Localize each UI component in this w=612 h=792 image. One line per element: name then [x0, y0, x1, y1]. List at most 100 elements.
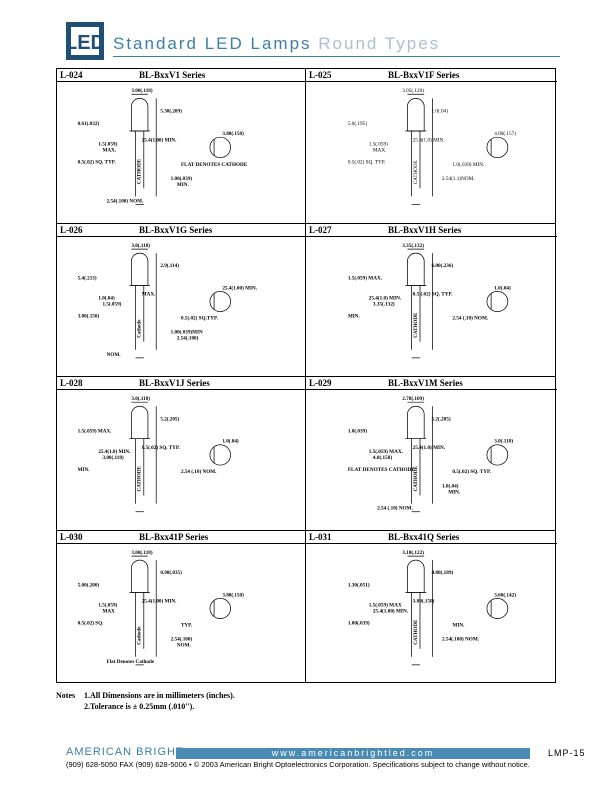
part-code: L-031: [309, 532, 332, 542]
dimension-label: 0.61(.032): [78, 120, 100, 127]
top-view-circle: [486, 291, 509, 312]
part-code: L-026: [60, 225, 83, 235]
dimension-label: MAX.: [102, 148, 116, 154]
dimension-label: 0.5(.02) SQ.TYP.: [181, 315, 219, 322]
series-name: BL-Bxx41P Series: [139, 532, 209, 542]
cathode-label: Cathode: [137, 626, 143, 645]
grid-divider: [57, 223, 555, 224]
dimension-label: 3.80(.150): [222, 130, 244, 137]
dimension-label: 4.0(.158): [373, 454, 392, 461]
note-2: 2.Tolerance is ± 0.25mm (.010").: [84, 702, 195, 711]
dimension-label: 1.5(.059): [98, 602, 117, 609]
cathode-label: CATHODE: [413, 312, 419, 338]
dimension-label: 3.80(.150): [222, 591, 244, 598]
dimension-label: 2.54(.100): [171, 636, 193, 643]
cell-header: L-030 BL-Bxx41P Series: [57, 531, 305, 544]
led-outline-drawing: 3.00(.118)0.90(.035)5.00(.200)1.5(.059)M…: [78, 549, 244, 666]
dimension-label: 3.05(.120): [402, 87, 424, 94]
dimension-label: 2.54 (.10) NOM.: [452, 315, 489, 322]
dimension-label: 2.54(.100): [177, 335, 199, 342]
dimension-drawing: 3.00(.118)0.90(.035)5.00(.200)1.5(.059)M…: [57, 544, 305, 683]
part-code: L-028: [60, 378, 83, 388]
dimension-label: 1.5(.059): [369, 140, 388, 147]
dimension-label: 2.54 (.10) NOM.: [181, 468, 217, 475]
dimension-label: MIN.: [452, 623, 465, 629]
dimension-label: 25.4(1.0) MIN.: [369, 295, 402, 302]
cell-header: L-026 BL-BxxV1G Series: [57, 224, 305, 237]
led-body: [131, 252, 149, 286]
dimension-label: 1.00(.039)MIN: [171, 329, 203, 336]
dimension-label: 3.10(.122): [402, 549, 424, 556]
dimension-label: 25.4(1.00) MIN.: [142, 136, 177, 143]
dimension-label: 0.5(.02) SQ. TYP.: [142, 444, 181, 451]
dimension-label: 2.9(.114): [160, 262, 179, 269]
dimension-label: 25.4(1.00) MIN.: [373, 608, 409, 615]
dimension-label: 4.80(.189): [432, 569, 454, 576]
series-name: BL-BxxV1G Series: [139, 225, 213, 235]
part-code: L-027: [309, 225, 332, 235]
dimension-label: 0.5(.02) SQ. TYP.: [452, 468, 491, 475]
page-number: LMP-15: [548, 748, 586, 758]
dimension-label: 1.5(.059): [102, 301, 121, 308]
led-body: [407, 559, 425, 593]
dimension-label: 1.5(.059) MAX.: [369, 448, 404, 455]
dimension-label: 1.0(.04): [432, 108, 449, 115]
dimension-label: 2.78(.109): [402, 395, 424, 402]
dimension-label: 3.80(.150): [413, 598, 435, 605]
led-outline-drawing: 3.0(.118)5.2(.205)1.5(.059) MAX.25.4(1.0…: [78, 395, 239, 513]
part-code: L-030: [60, 532, 83, 542]
grid-divider: [57, 376, 555, 377]
dimension-label: 0.5(.02) SQ. TYP.: [78, 159, 117, 166]
dimension-drawing: 3.00(.118)5.30(.209)0.61(.032)1.5(.059)M…: [57, 82, 305, 223]
dimension-label: 3.0(.118): [131, 242, 150, 249]
dimension-label: 25.4(1.0) MIN.: [413, 136, 445, 143]
dimension-label: 6.00(.236): [432, 262, 454, 269]
dimension-label: 1.5(.059) MAX.: [78, 428, 113, 435]
website-link[interactable]: www.americanbrightled.com: [271, 748, 435, 758]
dimension-label: 5.2(.205): [432, 416, 451, 423]
dimension-label: 4.00(.157): [494, 130, 516, 137]
company-name: AMERICAN BRIGHT: [66, 746, 184, 758]
dimension-label: 25.4(1.00) MIN.: [222, 284, 257, 291]
footer-bar: [176, 748, 530, 759]
drawing-cell: L-030 BL-Bxx41P Series 3.00(.118)0.90(.035…: [57, 531, 305, 683]
led-body: [407, 252, 425, 286]
dimension-label: 1.5(.059) MAX: [369, 602, 402, 609]
page-title: Standard LED Lamps Round Types: [113, 34, 440, 54]
led-body: [131, 559, 149, 593]
part-code: L-025: [309, 70, 332, 80]
drawing-cell: L-029 BL-BxxV1M Series 2.78(.109) 5.2(.205)…: [306, 377, 557, 530]
cathode-label: CATHODE: [137, 158, 143, 184]
dimension-label: 1.30(.051): [348, 581, 370, 588]
grid-divider: [305, 69, 306, 682]
title-sub: Round Types: [318, 34, 441, 53]
led-outline-drawing: 3.10(.122) 4.80(.189) 1.30(.051) 1.5(.059) …: [348, 549, 516, 666]
led-outline-drawing: 3.00(.118)5.30(.209)0.61(.032)1.5(.059)M…: [78, 87, 248, 205]
dimension-label: 2.54(.100) NOM.: [107, 198, 144, 205]
part-code: L-029: [309, 378, 332, 388]
dimension-label: 5.0(.195): [348, 120, 367, 127]
top-view-circle: [486, 136, 509, 158]
dimension-label: MIN.: [448, 490, 461, 496]
led-body: [407, 98, 425, 132]
dimension-label: MAX.: [373, 148, 386, 154]
dimension-label: MAX: [102, 609, 115, 615]
cathode-label: CATHODE: [413, 160, 419, 184]
dimension-drawing: 3.0(.118)5.2(.205)1.5(.059) MAX.25.4(1.0…: [57, 390, 305, 530]
dimension-label: 1.0(.04): [98, 295, 115, 302]
drawing-cell: L-028 BL-BxxV1J Series 3.0(.118)5.2(.205)1…: [57, 377, 305, 530]
dimension-label: 3.0(.118): [131, 395, 150, 402]
dimension-label: 1.00(.039): [171, 175, 193, 182]
dimension-label: 1.0(.04): [494, 284, 511, 291]
series-name: BL-BxxV1J Series: [139, 378, 210, 388]
dimension-drawing: 3.10(.122) 4.80(.189) 1.30(.051) 1.5(.059) …: [306, 544, 557, 683]
series-name: BL-BxxV1M Series: [388, 378, 463, 388]
led-outline-drawing: 3.35(.132)6.00(.236)1.5(.059) MAX.25.4(1…: [348, 242, 511, 359]
